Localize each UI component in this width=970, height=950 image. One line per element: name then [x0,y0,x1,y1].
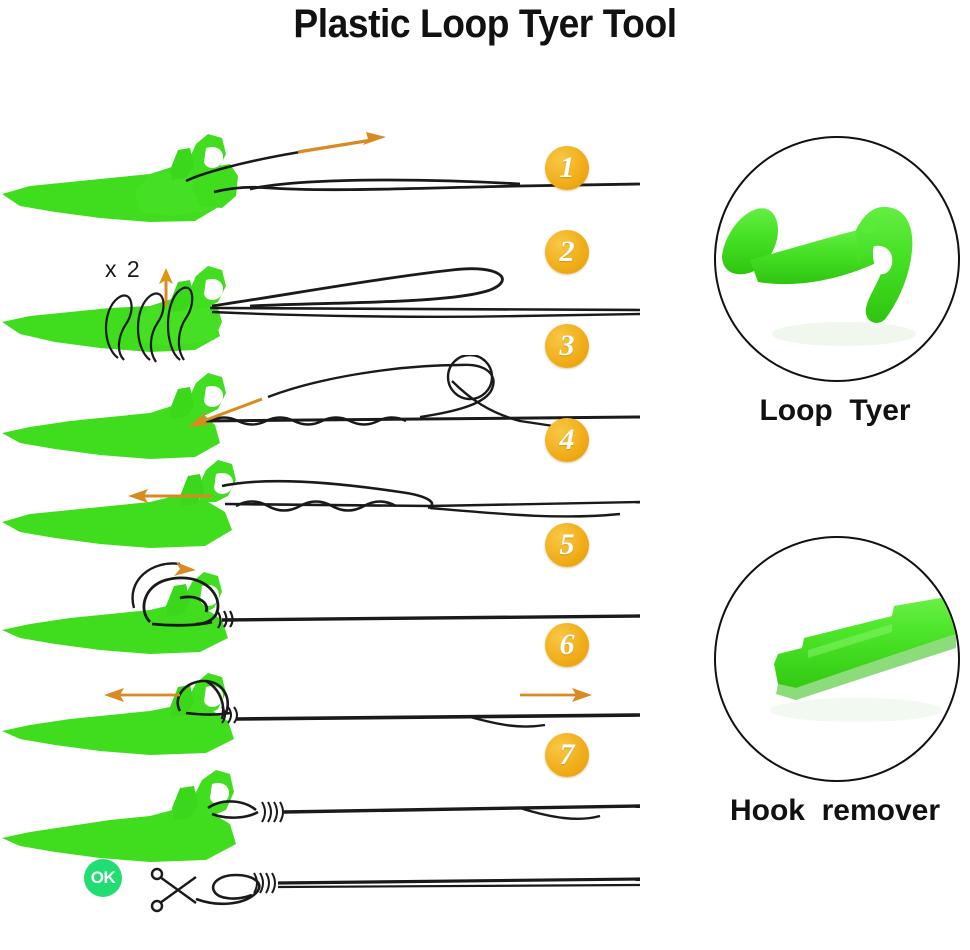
step-diagram-4 [0,450,640,548]
arrow-rotate-icon [131,562,196,609]
steps-area: x 2 [0,110,640,915]
line-wraps [105,286,194,363]
arrow-left-icon [104,688,180,702]
knot-coil-and-line [217,610,640,629]
step-diagram-1 [0,126,640,222]
loop-tyer-tool-graphic [2,373,226,459]
main-line [283,804,640,821]
step-badge-5: 5 [545,523,589,567]
twisted-line [199,415,640,426]
arrow-left-icon [188,397,263,427]
step-diagram-6 [0,655,640,755]
line-loop [213,178,640,194]
product-panel-loop-tyer: Loop Tyer [700,136,970,428]
loop-tyer-tool-graphic [2,266,226,352]
step-diagram-final: OK [0,855,640,950]
line-with-arrow [185,150,301,183]
step-2-illustration [2,266,640,363]
step-diagram-7 [0,760,640,862]
step-badge-6: 6 [545,623,589,667]
step-badge-2: 2 [545,230,589,274]
line-loop-over [267,355,561,429]
hook-remover-photo [714,536,960,782]
arrow-up-icon [159,268,173,306]
arrow-left-icon [128,489,212,503]
step-badge-4: 4 [545,418,589,462]
loop-tyer-tool-graphic [2,770,236,862]
loop-tyer-tool-graphic [2,572,228,654]
hook-remover-photo-graphic [770,596,956,722]
step-diagram-3 [0,355,640,459]
product-caption-loop-tyer: Loop Tyer [759,394,911,427]
loop-tyer-tool-graphic [2,673,234,755]
knot-loop [142,576,220,627]
step-diagram-5 [0,550,640,654]
loop-tyer-tool-graphic [2,460,236,548]
product-panel-hook-remover: Hook remover [700,536,970,828]
wrap-count-label: x 2 [105,256,142,282]
scissors-icon [150,867,197,913]
loop-tyer-tool-graphic [2,134,238,222]
step-1-illustration [2,132,640,222]
product-caption-hook-remover: Hook remover [729,794,941,827]
knot [176,679,238,724]
ok-badge: OK [84,859,122,897]
step-diagram-2: x 2 [0,256,640,363]
main-line [235,713,640,728]
product-infographic: Plastic Loop Tyer Tool [0,2,970,915]
step-4-illustration [2,460,640,548]
step-7-illustration [2,770,640,862]
loop-tyer-photo-graphic [722,206,916,346]
step-badge-1: 1 [545,146,589,190]
page-title: Plastic Loop Tyer Tool [293,2,677,46]
step-5-illustration [2,562,640,654]
step-6-illustration [2,673,640,755]
step-badge-3: 3 [545,324,589,368]
loop-tyer-photo [714,136,960,382]
step-badge-7: 7 [545,733,589,777]
finished-loop-knot [195,872,640,906]
line-and-loop [209,267,640,318]
final-illustration [150,867,640,913]
arrow-right-icon [520,688,592,702]
step-3-illustration [2,355,640,459]
twisted-line [221,479,640,518]
arrow-up-right-icon [297,132,386,154]
finished-knot [207,800,284,823]
